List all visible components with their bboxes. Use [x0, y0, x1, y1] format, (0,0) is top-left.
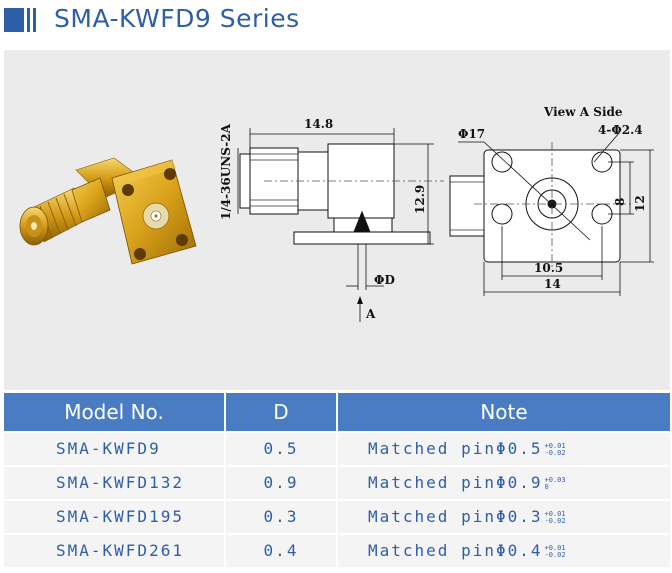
tolerance: +0.01-0.02: [544, 543, 566, 559]
model-cell: SMA-KWFD9: [56, 439, 161, 458]
column-header-model: Model No.: [64, 400, 164, 424]
dim-12-9: 12.9: [413, 185, 427, 214]
d-cell: 0.5: [263, 439, 299, 458]
side-view-drawing: [239, 143, 431, 245]
dim-phi-d: ΦD: [374, 273, 395, 287]
column-divider: [336, 433, 338, 465]
column-divider: [224, 433, 226, 465]
model-cell: SMA-KWFD195: [56, 507, 184, 526]
header-accent-bar: [27, 8, 30, 32]
column-divider: [336, 535, 338, 567]
table-row: SMA-KWFD261 0.4 Matched pinΦ0.4+0.01-0.0…: [4, 535, 670, 567]
note-text: Matched pinΦ0.4: [368, 541, 543, 560]
header-accent-bar: [33, 8, 36, 32]
tolerance-upper: +0.01: [544, 543, 566, 552]
front-view-dimensions: [458, 131, 654, 296]
note-text: Matched pinΦ0.3: [368, 507, 543, 526]
table-row: SMA-KWFD195 0.3 Matched pinΦ0.3+0.01-0.0…: [4, 501, 670, 533]
note-cell: Matched pinΦ0.4+0.01-0.02: [368, 535, 566, 567]
column-divider: [336, 501, 338, 533]
d-cell: 0.3: [263, 507, 299, 526]
side-view-dimensions: [237, 128, 444, 322]
dim-14-8: 14.8: [304, 117, 333, 131]
column-header-note: Note: [480, 400, 528, 424]
header-accent-bar: [4, 8, 24, 32]
tolerance-lower: -0.02: [544, 516, 566, 525]
dim-14: 14: [544, 277, 561, 291]
model-cell: SMA-KWFD132: [56, 473, 184, 492]
column-divider: [224, 467, 226, 499]
note-text: Matched pinΦ0.5: [368, 439, 543, 458]
page-title: SMA-KWFD9 Series: [54, 4, 300, 33]
d-cell: 0.4: [263, 541, 299, 560]
column-divider: [336, 467, 338, 499]
page-header: SMA-KWFD9 Series: [0, 0, 672, 42]
column-divider: [224, 393, 226, 431]
product-drawing-panel: 14.8 1/4-36UNS-2A 12.9 ΦD A: [4, 50, 670, 390]
view-a-label: A: [365, 307, 376, 321]
tolerance-lower: -0.02: [544, 550, 566, 559]
column-divider: [336, 393, 338, 431]
table-row: SMA-KWFD9 0.5 Matched pinΦ0.5+0.01-0.02: [4, 433, 670, 465]
view-arrow-icon: [357, 296, 363, 304]
note-cell: Matched pinΦ0.5+0.01-0.02: [368, 433, 566, 465]
note-cell: Matched pinΦ0.3+0.01-0.02: [368, 501, 566, 533]
tolerance-lower: -0.02: [544, 448, 566, 457]
thread-label: 1/4-36UNS-2A: [219, 123, 233, 220]
dim-10-5: 10.5: [534, 261, 563, 275]
view-title: View A Side: [543, 105, 623, 119]
connector-photo: [19, 157, 197, 265]
dim-phi-17: Φ17: [458, 127, 485, 141]
tolerance-upper: +0.01: [544, 441, 566, 450]
note-text: Matched pinΦ0.9: [368, 473, 543, 492]
tolerance-upper: +0.03: [544, 475, 566, 484]
front-view-drawing: [449, 149, 621, 263]
tolerance: +0.01-0.02: [544, 509, 566, 525]
dim-8: 8: [613, 198, 627, 206]
table-header: Model No. D Note: [4, 393, 670, 431]
technical-drawing: 14.8 1/4-36UNS-2A 12.9 ΦD A: [19, 105, 654, 322]
column-divider: [224, 501, 226, 533]
d-cell: 0.9: [263, 473, 299, 492]
tolerance-lower: 0: [544, 482, 549, 491]
tolerance-upper: +0.01: [544, 509, 566, 518]
column-header-d: D: [273, 400, 289, 424]
model-cell: SMA-KWFD261: [56, 541, 184, 560]
column-divider: [224, 535, 226, 567]
tolerance: +0.01-0.02: [544, 441, 566, 457]
hole-label: 4-Φ2.4: [598, 123, 643, 137]
dim-12: 12: [633, 195, 647, 212]
